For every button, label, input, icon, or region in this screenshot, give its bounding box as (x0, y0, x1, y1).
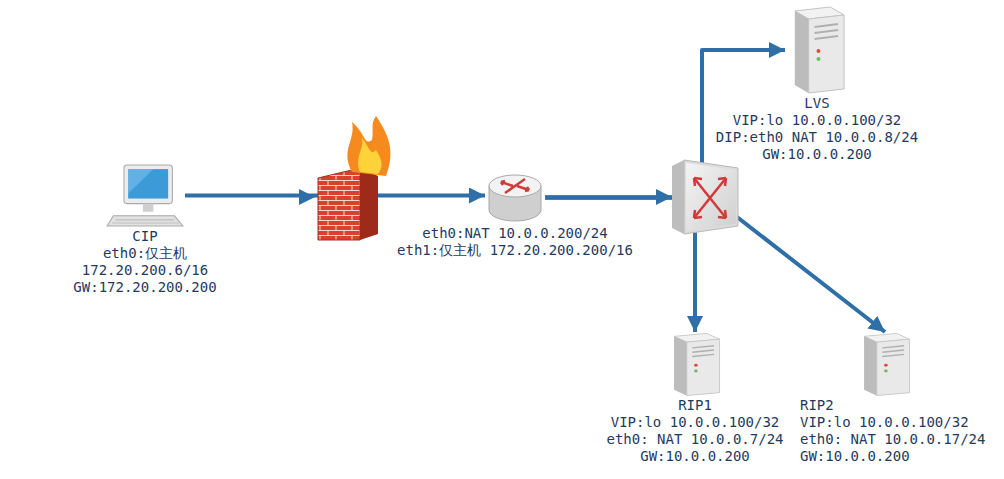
address-line: GW:172.20.200.200 (48, 279, 242, 296)
icon-shape (107, 216, 183, 226)
device-name: CIP (48, 228, 242, 245)
address-line: DIP:eth0 NAT 10.0.0.8/24 (710, 129, 924, 146)
icon-shape (489, 175, 541, 197)
address-line: eth0:仅主机 (48, 245, 242, 262)
icon-shape (877, 339, 910, 395)
address-line: eth0:NAT 10.0.0.200/24 (388, 225, 642, 242)
address-line: GW:10.0.0.200 (598, 448, 792, 465)
icon-shape (318, 168, 360, 240)
icon-shape (795, 7, 844, 93)
address-line: eth0: NAT 10.0.0.17/24 (800, 431, 994, 448)
device-node: RIP2VIP:lo 10.0.0.100/32eth0: NAT 10.0.0… (800, 332, 994, 465)
address-line: VIP:lo 10.0.0.100/32 (710, 112, 924, 129)
icon-shape (684, 160, 738, 234)
device-node: RIP1VIP:lo 10.0.0.100/32eth0: NAT 10.0.0… (598, 332, 792, 465)
icon-shape (501, 179, 529, 193)
device-name: LVS (710, 95, 924, 112)
icon-shape (143, 204, 154, 212)
icon-shape (128, 169, 153, 193)
icon-shape (817, 49, 821, 53)
device-name: RIP2 (800, 397, 994, 414)
server-icon (855, 332, 915, 397)
icon-shape (815, 24, 839, 39)
device-name: RIP1 (598, 397, 792, 414)
icon-shape (360, 168, 378, 240)
icon-shape (112, 220, 178, 223)
icon-shape (864, 336, 877, 395)
arrow-head (656, 189, 672, 205)
icon-shape (882, 346, 904, 357)
router-icon (485, 170, 545, 225)
icon-shape (884, 370, 888, 373)
icon-shape (687, 339, 720, 395)
icon-shape (347, 116, 390, 176)
device-node: CIPeth0:仅主机172.20.200.6/16GW:172.20.200.… (48, 163, 242, 296)
icon-shape (672, 160, 684, 234)
icon-shape (809, 15, 844, 93)
icon-shape (692, 346, 714, 357)
icon-shape (674, 336, 687, 395)
icon-shape (694, 370, 698, 373)
icon-shape (501, 181, 529, 191)
address-line: GW:10.0.0.200 (800, 448, 994, 465)
icon-shape (817, 57, 821, 61)
icon-shape (124, 165, 172, 204)
icon-shape (358, 138, 382, 174)
address-line: eth1:仅主机 172.20.200.200/16 (388, 242, 642, 259)
address-line: VIP:lo 10.0.0.100/32 (800, 414, 994, 431)
icon-shape (884, 364, 888, 367)
address-line: 172.20.200.6/16 (48, 262, 242, 279)
switch-icon (672, 160, 738, 234)
address-line: VIP:lo 10.0.0.100/32 (598, 414, 792, 431)
pc-icon (105, 163, 185, 228)
address-line: GW:10.0.0.200 (710, 146, 924, 163)
device-node: eth0:NAT 10.0.0.200/24eth1:仅主机 172.20.20… (388, 170, 642, 259)
icon-shape (694, 178, 726, 218)
server-icon (785, 5, 850, 95)
icon-shape (864, 333, 909, 395)
firewall-icon (318, 116, 391, 240)
address-line: eth0: NAT 10.0.0.7/24 (598, 431, 792, 448)
icon-shape (686, 163, 736, 231)
server-icon (665, 332, 725, 397)
arrow-head (299, 189, 315, 205)
device-node: LVSVIP:lo 10.0.0.100/32DIP:eth0 NAT 10.0… (710, 5, 924, 163)
icon-shape (694, 178, 726, 218)
icon-shape (128, 169, 168, 198)
icon-shape (795, 11, 809, 93)
icon-shape (694, 364, 698, 367)
icon-shape (674, 333, 719, 395)
